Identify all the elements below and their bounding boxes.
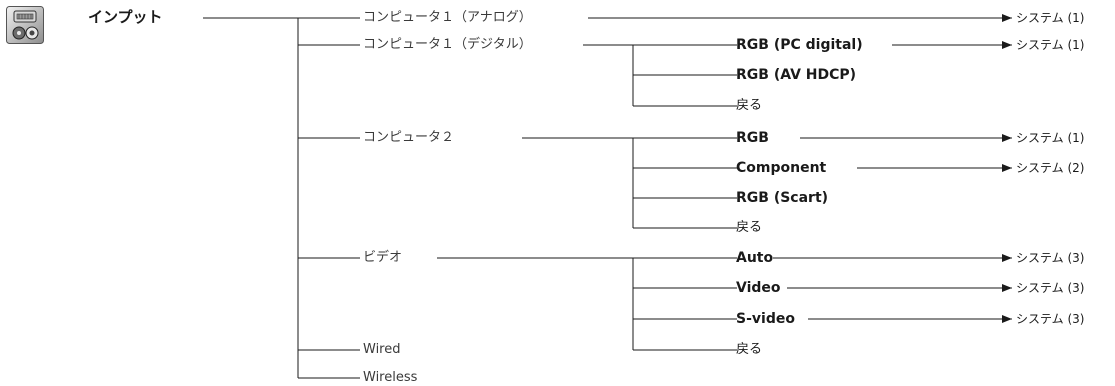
node-back-2: 戻る xyxy=(736,220,763,235)
root-label-input: インプット xyxy=(88,8,163,26)
node-s-video: S-video xyxy=(736,311,795,327)
target-system-pc-digital: システム (1) xyxy=(1016,38,1085,52)
node-rgb-av-hdcp: RGB (AV HDCP) xyxy=(736,67,857,83)
target-system-component: システム (2) xyxy=(1016,161,1085,175)
node-computer1-analog: コンピュータ１（アナログ） xyxy=(363,10,532,25)
target-system-svideo: システム (3) xyxy=(1016,312,1085,326)
node-rgb: RGB xyxy=(736,130,769,146)
target-system-video: システム (3) xyxy=(1016,281,1085,295)
node-computer2: コンピュータ２ xyxy=(363,130,455,145)
node-back-3: 戻る xyxy=(736,342,763,357)
node-wireless: Wireless xyxy=(363,370,418,385)
target-system-rgb: システム (1) xyxy=(1016,131,1085,145)
node-rgb-scart: RGB (Scart) xyxy=(736,190,829,206)
node-video-sub: Video xyxy=(736,280,781,296)
node-component: Component xyxy=(736,160,827,176)
node-wired: Wired xyxy=(363,342,401,357)
node-back-1: 戻る xyxy=(736,98,763,113)
input-connector-icon xyxy=(6,6,44,44)
node-video: ビデオ xyxy=(363,250,403,265)
node-rgb-pc-digital: RGB (PC digital) xyxy=(736,37,863,53)
target-system-auto: システム (3) xyxy=(1016,251,1085,265)
node-computer1-digital: コンピュータ１（デジタル） xyxy=(363,37,532,52)
node-auto: Auto xyxy=(736,250,774,266)
target-system-analog: システム (1) xyxy=(1016,11,1085,25)
